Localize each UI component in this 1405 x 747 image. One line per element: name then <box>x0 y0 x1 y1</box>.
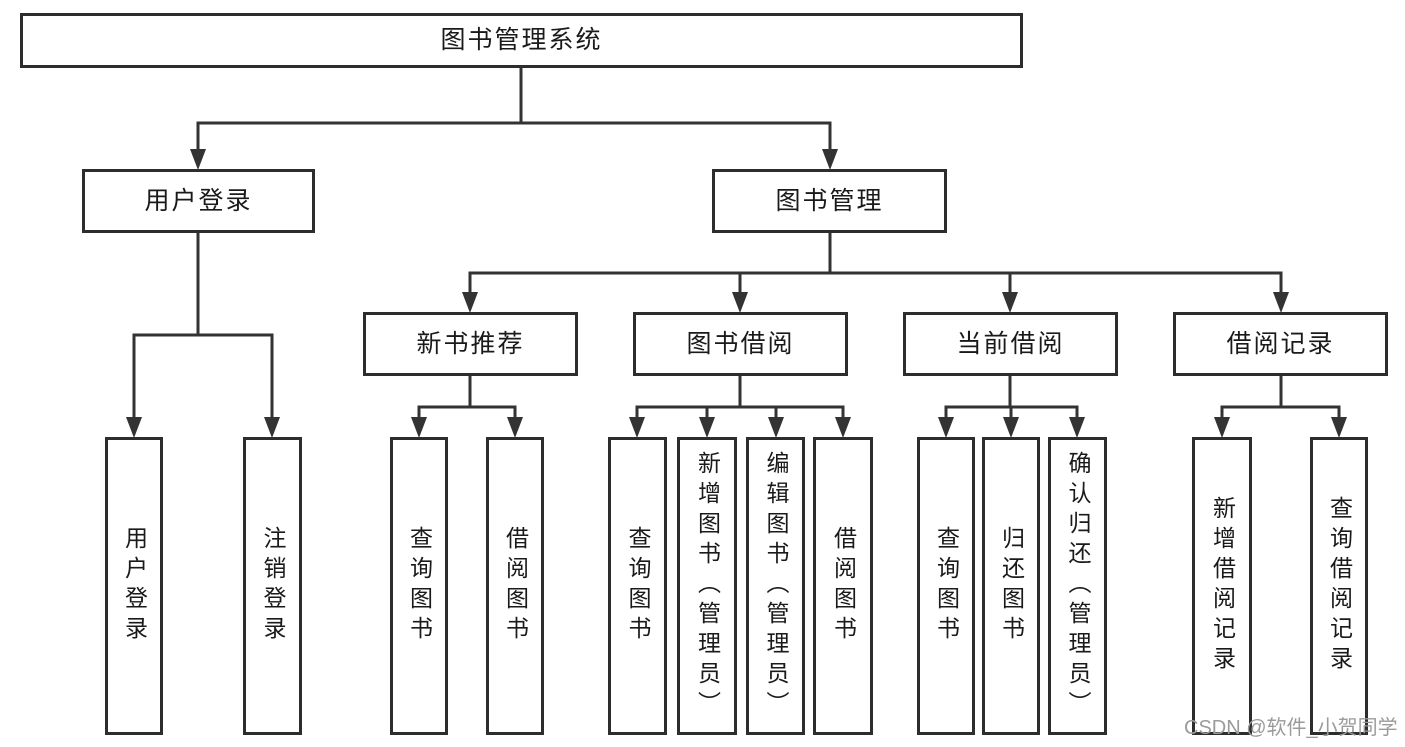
leaf-add-borrow-record: 新增借阅记录 <box>1192 437 1252 735</box>
node-new-book-recommend: 新书推荐 <box>363 312 578 376</box>
node-library-management-system: 图书管理系统 <box>20 13 1023 68</box>
node-book-management: 图书管理 <box>712 169 947 233</box>
node-user-login: 用户登录 <box>82 169 315 233</box>
node-current-borrow: 当前借阅 <box>903 312 1118 376</box>
leaf-query-borrow-record: 查询借阅记录 <box>1310 437 1368 735</box>
node-book-borrow: 图书借阅 <box>633 312 848 376</box>
csdn-watermark: CSDN @软件_小贺同学 <box>1184 717 1398 739</box>
leaf-confirm-return-admin: 确认归还（管理员） <box>1048 437 1107 735</box>
node-borrow-record: 借阅记录 <box>1173 312 1388 376</box>
leaf-query-books-recommend: 查询图书 <box>390 437 448 735</box>
leaf-add-books-admin: 新增图书（管理员） <box>677 437 737 735</box>
leaf-query-books-borrow: 查询图书 <box>608 437 667 735</box>
leaf-borrow-books-recommend: 借阅图书 <box>486 437 544 735</box>
leaf-edit-books-admin: 编辑图书（管理员） <box>746 437 805 735</box>
leaf-return-books: 归还图书 <box>982 437 1040 735</box>
leaf-logout: 注销登录 <box>243 437 302 735</box>
leaf-borrow-books: 借阅图书 <box>813 437 873 735</box>
leaf-user-login: 用户登录 <box>105 437 163 735</box>
leaf-query-books-current: 查询图书 <box>917 437 975 735</box>
